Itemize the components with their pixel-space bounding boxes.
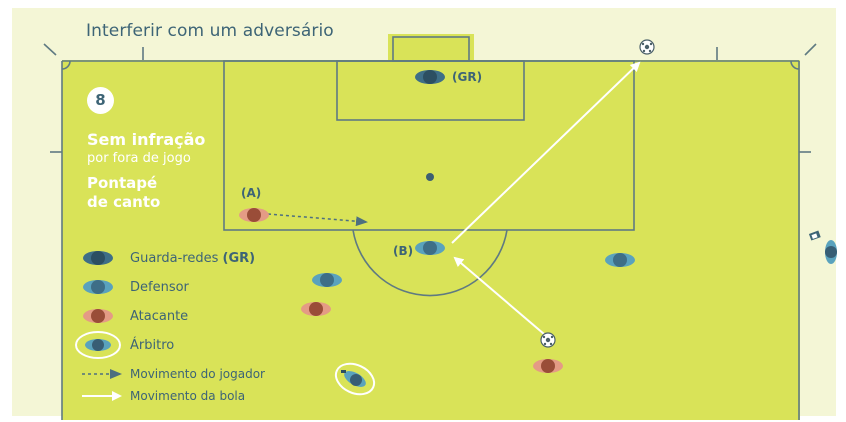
legend-ball-movement-label: Movimento da bola (130, 389, 246, 403)
goal (388, 34, 474, 62)
legend-attacker-icon (83, 309, 113, 323)
page-title: Interferir com um adversário (86, 21, 334, 41)
attacker-b-player (415, 241, 445, 255)
ball-icon (639, 39, 655, 55)
legend-defender-label: Defensor (130, 280, 189, 295)
goalkeeper-label: (GR) (452, 70, 483, 84)
penalty-arc (352, 229, 508, 297)
goalkeeper-player (415, 70, 445, 84)
assistant-referee-player (808, 230, 837, 264)
corner-arc-left (61, 60, 71, 70)
attacker-b-label: (B) (393, 244, 414, 258)
ball-movement-arrow-cross (451, 61, 641, 244)
ball-movement-arrow-pass (453, 256, 545, 335)
verdict-heading: Sem infração (87, 130, 206, 149)
corner-mark-left (43, 43, 57, 56)
restart-line-1: Pontapé (87, 174, 158, 192)
legend-referee-label: Árbitro (130, 338, 175, 353)
pitch (62, 60, 800, 420)
legend-goalkeeper-icon (83, 251, 113, 265)
ball-icon (540, 332, 556, 348)
legend-goalkeeper-tag: (GR) (222, 251, 256, 266)
legend-player-movement-label: Movimento do jogador (130, 367, 265, 381)
defender-player (312, 273, 342, 287)
attacker-a-player (239, 208, 269, 222)
corner-arc-right (790, 60, 800, 70)
attacker-player (301, 302, 331, 316)
restart-decision: Pontapé de canto (87, 174, 207, 212)
legend-goalkeeper-label: Guarda-redes (GR) (130, 251, 255, 266)
player-movement-arrow (267, 213, 368, 227)
defender-player (605, 253, 635, 267)
attacker-player (533, 359, 563, 373)
referee-player (334, 362, 376, 396)
legend-goalkeeper-text: Guarda-redes (130, 251, 219, 266)
attacker-a-label: (A) (241, 186, 262, 200)
legend-referee-icon (75, 331, 121, 359)
verdict-detail: por fora de jogo (87, 151, 191, 166)
restart-line-2: de canto (87, 193, 161, 211)
penalty-spot (426, 173, 434, 181)
goal-area (336, 60, 525, 121)
scenario-number-badge: 8 (87, 87, 114, 114)
legend-attacker-label: Atacante (130, 309, 189, 324)
corner-mark-right (804, 43, 817, 56)
legend-defender-icon (83, 280, 113, 294)
